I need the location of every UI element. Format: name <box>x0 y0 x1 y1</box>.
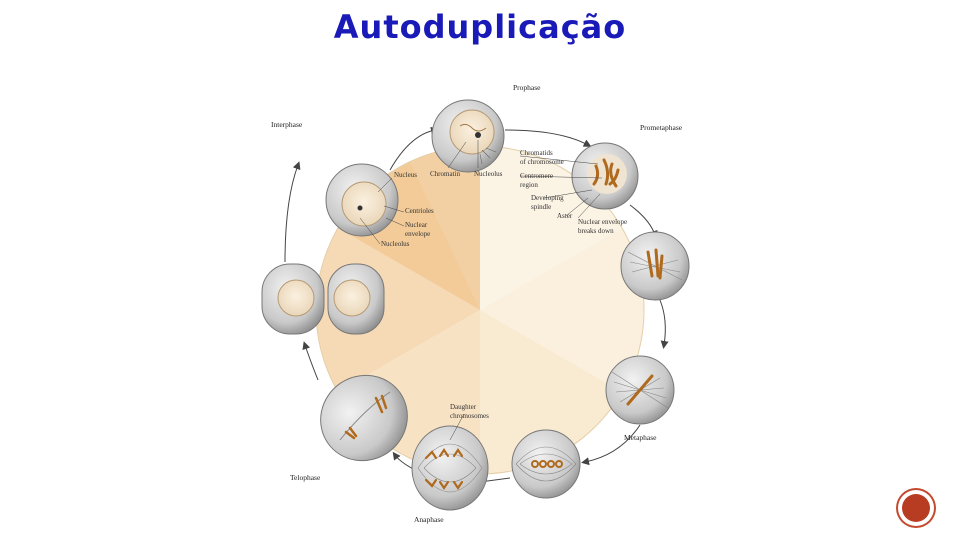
label-centromere-2: region <box>520 181 538 189</box>
label-telophase: Telophase <box>290 473 321 482</box>
decorative-badge-icon <box>898 490 934 526</box>
label-prophase: Prophase <box>513 83 541 92</box>
label-breaks-1: Nuclear envelope <box>578 218 627 226</box>
anaphase-early-cell <box>512 430 580 498</box>
label-metaphase: Metaphase <box>624 433 657 442</box>
metaphase-cell <box>606 356 674 424</box>
label-nucleolus-interphase: Nucleolus <box>381 240 410 248</box>
prophase-cell <box>432 100 504 172</box>
label-spindle-2: spindle <box>531 203 551 211</box>
label-anaphase: Anaphase <box>414 515 444 524</box>
anaphase-cell <box>412 426 488 510</box>
label-breaks-2: breaks down <box>578 227 614 235</box>
label-chromatin: Chromatin <box>430 170 460 178</box>
label-daughter-1: Daughter <box>450 403 477 411</box>
label-chromatids-1: Chromatids <box>520 149 553 157</box>
label-prometaphase: Prometaphase <box>640 123 683 132</box>
label-nucleus: Nucleus <box>394 171 417 179</box>
label-nuclear-envelope-1: Nuclear <box>405 221 428 229</box>
label-daughter-2: chromosomes <box>450 412 489 420</box>
label-spindle-1: Developing <box>531 194 564 202</box>
label-interphase: Interphase <box>271 120 303 129</box>
interphase-cell <box>326 164 398 236</box>
label-nuclear-envelope-2: envelope <box>405 230 430 238</box>
prometaphase-spindle-cell <box>621 232 689 300</box>
label-chromatids-2: of chromosome <box>520 158 564 166</box>
label-centrioles: Centrioles <box>405 207 434 215</box>
prometaphase-cell <box>572 143 638 209</box>
label-aster: Aster <box>557 212 573 220</box>
label-nucleolus-prophase: Nucleolus <box>474 170 503 178</box>
label-centromere-1: Centromere <box>520 172 553 180</box>
